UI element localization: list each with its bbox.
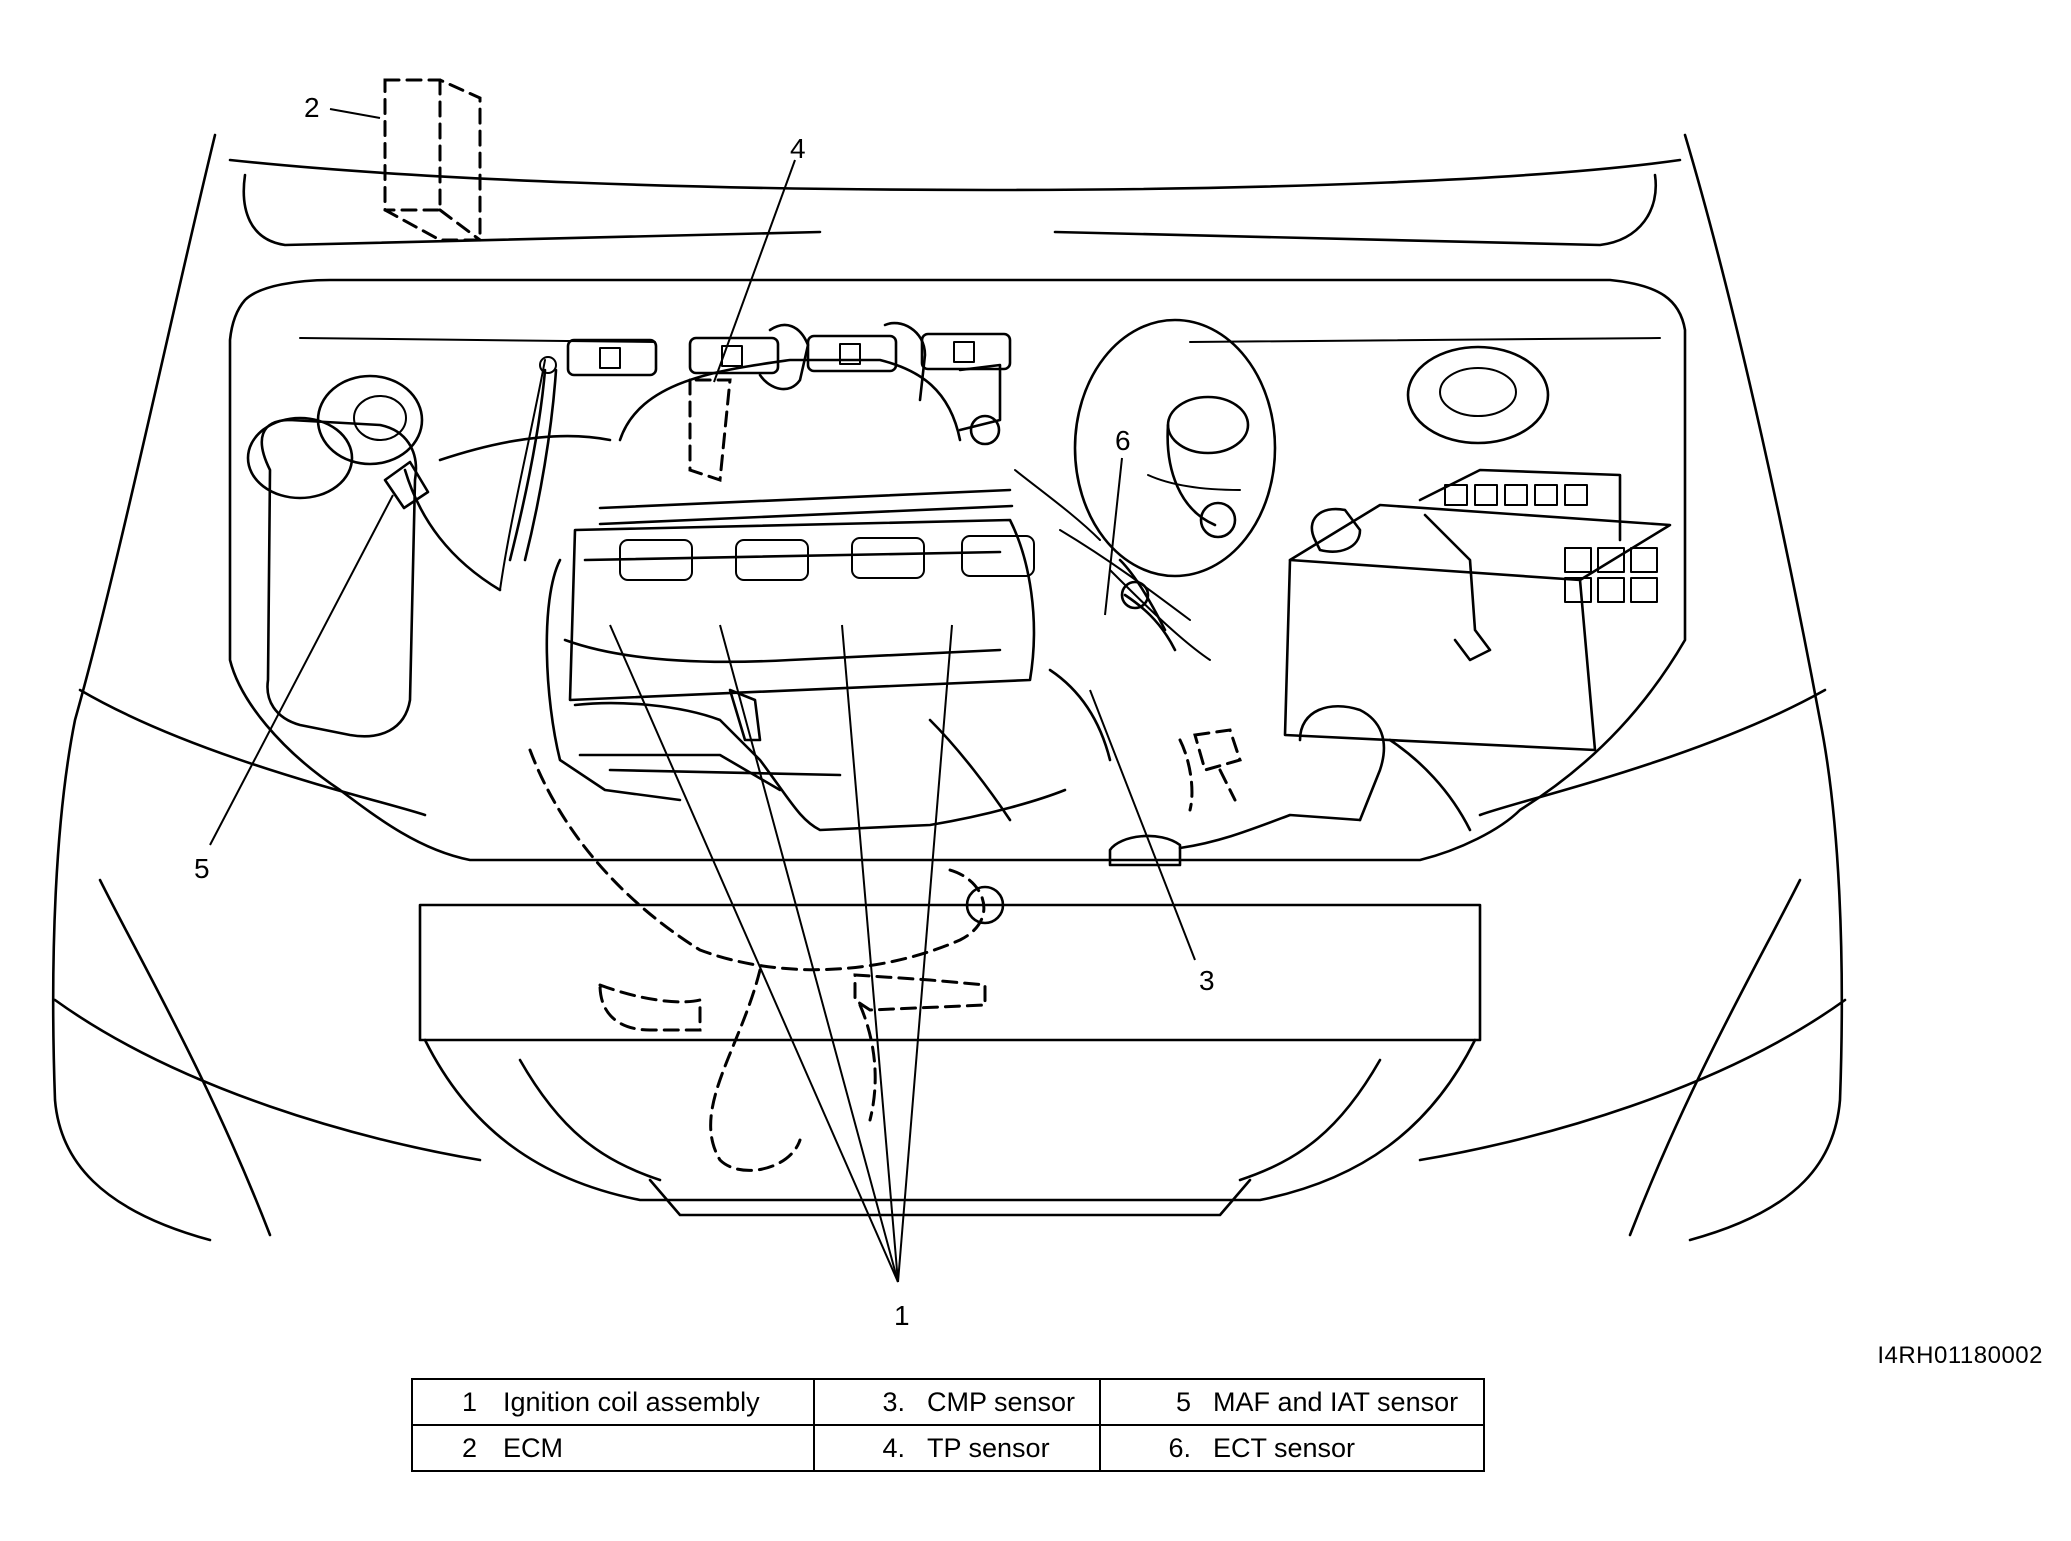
legend-cell: 2 ECM (411, 1424, 815, 1472)
legend-cell: 5 MAF and IAT sensor (1099, 1378, 1485, 1426)
legend-number: 3. (882, 1386, 905, 1417)
legend-number: 6. (1168, 1432, 1191, 1463)
relay-block (1444, 484, 1658, 603)
legend-row: 1 Ignition coil assembly 3. CMP sensor 5 MA… (411, 1378, 1485, 1426)
legend-cell: 6. ECT sensor (1099, 1424, 1485, 1472)
legend-label: ECM (503, 1432, 563, 1463)
hidden-components (383, 78, 1242, 1172)
callout-leaders (209, 108, 1196, 1283)
legend-label: MAF and IAT sensor (1213, 1386, 1459, 1417)
callout-6: 6 (1115, 425, 1131, 456)
parts-legend-table: 1 Ignition coil assembly 3. CMP sensor 5 MA… (411, 1378, 1485, 1472)
figure-id: I4RH01180002 (1877, 1342, 2043, 1369)
callout-4: 4 (790, 133, 806, 164)
legend-cell: 3. CMP sensor (813, 1378, 1101, 1426)
callout-numbers: 2 4 6 5 3 1 (194, 92, 1215, 1331)
legend-label: CMP sensor (927, 1386, 1076, 1417)
legend-number: 5 (1175, 1386, 1191, 1417)
callout-5: 5 (194, 853, 210, 884)
legend-number: 1 (461, 1386, 477, 1417)
callout-2: 2 (304, 92, 320, 123)
legend-number: 2 (461, 1432, 477, 1463)
engine-compartment (228, 278, 1687, 867)
legend-label: Ignition coil assembly (503, 1386, 760, 1417)
legend-label: ECT sensor (1213, 1432, 1356, 1463)
car-body-outline (51, 133, 1847, 1242)
engine-block (499, 321, 1211, 925)
ignition-coils (566, 332, 1012, 377)
legend-row: 2 ECM 4. TP sensor 6. ECT sensor (411, 1424, 1485, 1472)
legend-number: 4. (882, 1432, 905, 1463)
legend-cell: 4. TP sensor (813, 1424, 1101, 1472)
callout-3: 3 (1199, 965, 1215, 996)
legend-cell: 1 Ignition coil assembly (411, 1378, 815, 1426)
legend-label: TP sensor (927, 1432, 1050, 1463)
callout-1: 1 (894, 1300, 910, 1331)
